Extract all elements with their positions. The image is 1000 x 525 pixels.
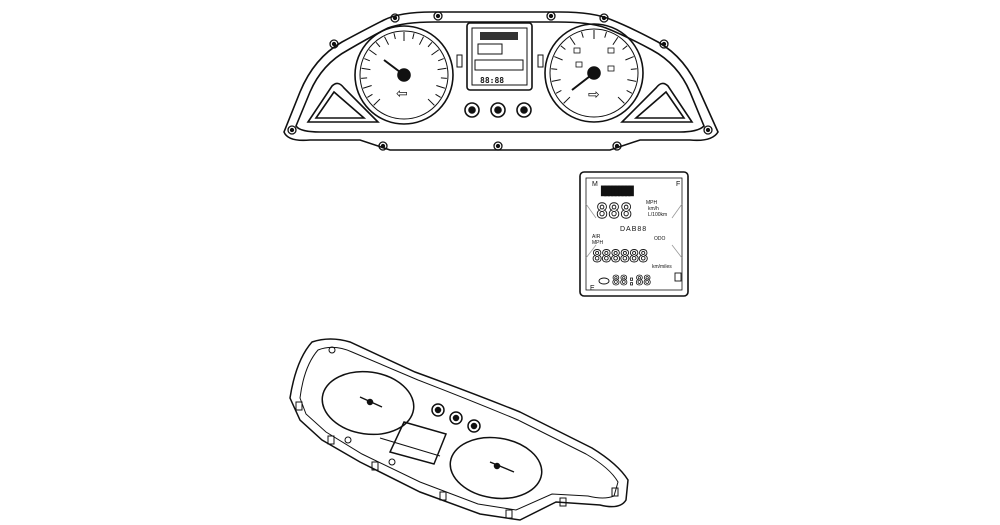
- gauge-tick: [626, 90, 633, 94]
- lcd-detail: M F E █████████ 888 MPH km/h L/100km DAB…: [579, 171, 689, 297]
- gauge-tick: [569, 36, 576, 46]
- gauge-tick: [362, 85, 372, 89]
- gauge-tick: [412, 33, 415, 40]
- lcd-marker-top-right: F: [676, 181, 680, 188]
- gauge-tick: [551, 68, 558, 70]
- lcd-right-label: ODO: [654, 236, 666, 242]
- fuel-pump-icon: [674, 272, 682, 282]
- center-display: 88:88: [466, 22, 533, 91]
- gauge-tick: [364, 58, 371, 62]
- mounting-bolts: [287, 11, 713, 151]
- left-recess: [306, 82, 380, 123]
- tachometer-gauge: ⇨: [544, 23, 644, 123]
- lcd-unit-line-1: MPH: [646, 200, 658, 206]
- gauge-tick: [436, 85, 446, 89]
- gauge-tick: [612, 36, 619, 46]
- gauge-tick: [625, 56, 634, 61]
- control-buttons: [464, 102, 532, 118]
- gauge-tick: [555, 90, 562, 94]
- lcd-small-label-1: AIR: [592, 234, 601, 240]
- gauge-tick: [368, 49, 377, 56]
- gauge-tick: [563, 96, 571, 104]
- gauge-tick: [361, 67, 371, 71]
- gauge-tick: [554, 56, 563, 61]
- lcd-mode-label: DAB88: [620, 226, 647, 233]
- lcd-marker-bottom-left: E: [590, 285, 595, 292]
- gauge-tick: [367, 93, 373, 98]
- lcd-marker-top-left: M: [592, 181, 598, 188]
- control-button-3[interactable]: [516, 102, 532, 118]
- lcd-odometer: 888888: [592, 247, 648, 267]
- control-button-1[interactable]: [464, 102, 480, 118]
- gauge-tick: [604, 31, 607, 38]
- gauge-tick: [373, 98, 381, 106]
- gauge-tick: [630, 68, 637, 70]
- speedometer-gauge: ⇦: [354, 25, 454, 125]
- gauge-tick: [435, 93, 441, 98]
- lcd-odometer-unit: km/miles: [652, 264, 672, 270]
- gauge-tick: [437, 58, 444, 62]
- lcd-unit-line-2: km/h: [648, 206, 659, 212]
- gauge-tick: [617, 96, 625, 104]
- center-display-clock: 88:88: [480, 76, 504, 85]
- lcd-clock: 88:88: [612, 274, 651, 289]
- gauge-tick: [418, 36, 424, 45]
- rear-gauge-right: [449, 436, 543, 500]
- gauge-tick: [622, 45, 628, 50]
- gauge-tick: [437, 67, 447, 71]
- gauge-tick: [384, 36, 390, 45]
- gauge-tick: [551, 79, 561, 82]
- lcd-unit-line-3: L/100km: [648, 212, 667, 218]
- front-housing-inner: [295, 21, 705, 133]
- key-icon: [598, 277, 610, 285]
- rear-connectors: [431, 403, 481, 433]
- speedometer-arrow-icon: ⇦: [396, 85, 408, 101]
- control-button-2[interactable]: [490, 102, 506, 118]
- gauge-tick: [375, 41, 381, 48]
- rear-housing-outline: [289, 338, 629, 521]
- gauge-tick: [427, 98, 435, 106]
- gauge-tick: [560, 45, 566, 50]
- gauge-tick: [393, 33, 396, 40]
- gauge-tick: [627, 79, 637, 82]
- rear-gauge-left: [321, 370, 415, 436]
- rear-perspective-view: [289, 338, 629, 521]
- right-recess: [620, 82, 694, 123]
- gauge-tick: [431, 49, 440, 56]
- gauge-tick: [427, 41, 433, 48]
- lcd-small-label-2: MPH: [592, 240, 604, 246]
- front-view: ⇦ ⇨ 88:88: [283, 11, 719, 151]
- tachometer-arrow-icon: ⇨: [588, 86, 600, 102]
- lcd-banner: █████████: [600, 185, 634, 197]
- lcd-frame: [579, 171, 689, 297]
- front-housing-outline: [283, 11, 719, 151]
- gauge-tick: [581, 31, 584, 38]
- lcd-main-digits: 888: [596, 199, 632, 223]
